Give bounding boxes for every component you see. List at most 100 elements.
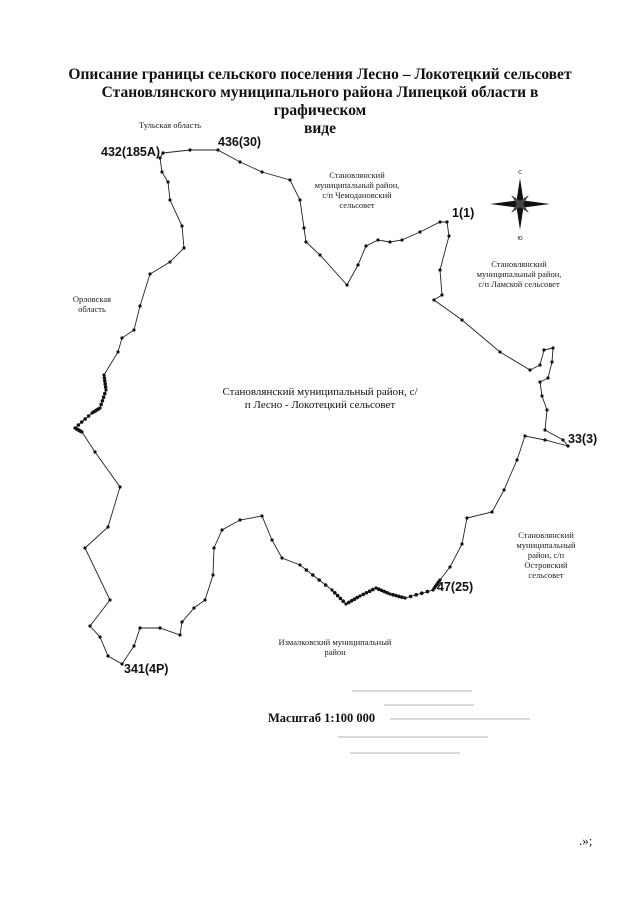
boundary-vertex <box>460 318 464 322</box>
boundary-vertex <box>364 591 369 595</box>
boundary-vertex <box>260 514 264 518</box>
boundary-vertex <box>96 407 101 411</box>
boundary-vertex <box>108 598 112 602</box>
settlement-name-label: Становлянский муниципальный район, с/п Л… <box>222 386 418 411</box>
boundary-vertex <box>76 423 81 427</box>
boundary-vertex <box>545 408 549 412</box>
region-label-ostrovsky: Становлянский муниципальный район, с/п О… <box>516 530 576 580</box>
boundary-vertex <box>104 388 108 392</box>
boundary-vertex <box>490 510 494 514</box>
boundary-vertex <box>540 394 544 398</box>
boundary-vertex <box>542 348 546 352</box>
boundary-vertex <box>377 587 381 591</box>
boundary-vertex <box>338 596 343 601</box>
boundary-vertex <box>388 240 392 244</box>
boundary-vertex <box>158 156 162 160</box>
boundary-vertex <box>425 589 430 594</box>
boundary-vertex <box>344 602 348 606</box>
boundary-vertex <box>238 518 242 522</box>
boundary-vertex <box>83 546 87 550</box>
boundary-vertex <box>551 346 555 350</box>
boundary-vertex <box>341 599 346 603</box>
boundary-vertex <box>438 220 442 224</box>
boundary-vertex <box>103 391 107 396</box>
boundary-vertex <box>543 428 547 432</box>
boundary-vertex <box>335 593 340 598</box>
boundary-vertex <box>182 246 186 250</box>
boundary-vertex <box>100 399 105 403</box>
boundary-vertex <box>432 586 437 590</box>
boundary-vertex <box>116 350 120 354</box>
boundary-vertex <box>371 587 375 592</box>
boundary-vertex <box>311 573 315 577</box>
compass-rose-icon: С Ю <box>490 170 550 242</box>
boundary-vertex <box>438 268 442 272</box>
boundary-vertex <box>80 420 84 424</box>
boundary-vertex <box>498 350 502 354</box>
boundary-vertex <box>330 588 334 592</box>
boundary-vertex <box>102 373 106 377</box>
boundary-vertex <box>400 595 404 599</box>
boundary-vertex <box>260 170 264 174</box>
boundary-vertex <box>211 573 215 577</box>
boundary-vertex <box>106 654 110 658</box>
boundary-vertex <box>304 568 309 572</box>
boundary-vertex <box>515 458 519 462</box>
region-label-tula: Тульская область <box>138 120 202 130</box>
boundary-vertex <box>103 385 108 389</box>
boundary-vertex <box>280 556 284 560</box>
boundary-vertex <box>158 626 162 630</box>
closing-quote-mark: .»; <box>579 833 593 848</box>
boundary-vertex <box>103 382 107 386</box>
boundary-vertex <box>288 178 292 182</box>
boundary-vertices <box>73 148 570 666</box>
boundary-vertex <box>118 485 122 489</box>
boundary-vertex <box>356 263 360 267</box>
boundary-vertex <box>166 180 170 184</box>
boundary-vertex <box>304 240 308 244</box>
scan-mark <box>338 736 488 738</box>
boundary-vertex <box>382 589 387 594</box>
boundary-vertex <box>367 589 372 593</box>
boundary-vertex <box>93 450 97 454</box>
boundary-vertex <box>132 644 136 648</box>
boundary-vertex <box>447 234 451 238</box>
boundary-vertex <box>120 662 124 666</box>
compass-north-label: С <box>518 170 522 176</box>
region-label-chemodanovsky: Становлянский муниципальный район, с/п Ч… <box>314 170 400 210</box>
boundary-vertex <box>397 594 401 599</box>
boundary-vertex <box>168 198 172 202</box>
boundary-vertex <box>102 376 107 380</box>
boundary-vertex <box>352 597 357 601</box>
title-line-3: виде <box>303 120 337 137</box>
boundary-vertex <box>388 592 392 596</box>
boundary-vertex <box>364 244 368 248</box>
boundary-vertex <box>101 395 106 400</box>
boundary-vertex <box>317 578 322 582</box>
boundary-vertex <box>349 599 354 603</box>
boundary-vertex <box>333 591 337 595</box>
boundary-vertex <box>180 620 184 624</box>
boundary-vertex <box>323 583 328 587</box>
boundary-vertex <box>440 293 444 297</box>
boundary-vertex <box>99 402 103 407</box>
boundary-vertex <box>394 593 398 598</box>
boundary-vertex <box>220 528 224 532</box>
boundary-vertex <box>83 417 87 421</box>
region-label-izmalkovsky: Измалковский муниципальный район <box>278 637 392 657</box>
boundary-vertex <box>120 336 124 340</box>
boundary-vertex <box>160 170 164 174</box>
boundary-vertex <box>385 591 390 595</box>
boundary-vertex <box>216 148 220 152</box>
boundary-vertex <box>543 438 547 442</box>
point-label-341: 341(4Р) <box>124 662 169 676</box>
boundary-vertex <box>418 230 422 234</box>
boundary-vertex <box>180 224 184 228</box>
boundary-vertex <box>523 434 527 438</box>
boundary-vertex <box>188 148 192 152</box>
scan-mark <box>384 704 474 706</box>
boundary-vertex <box>403 596 407 600</box>
boundary-vertex <box>270 538 274 542</box>
boundary-vertex <box>374 586 378 590</box>
point-label-1: 1(1) <box>452 206 475 220</box>
